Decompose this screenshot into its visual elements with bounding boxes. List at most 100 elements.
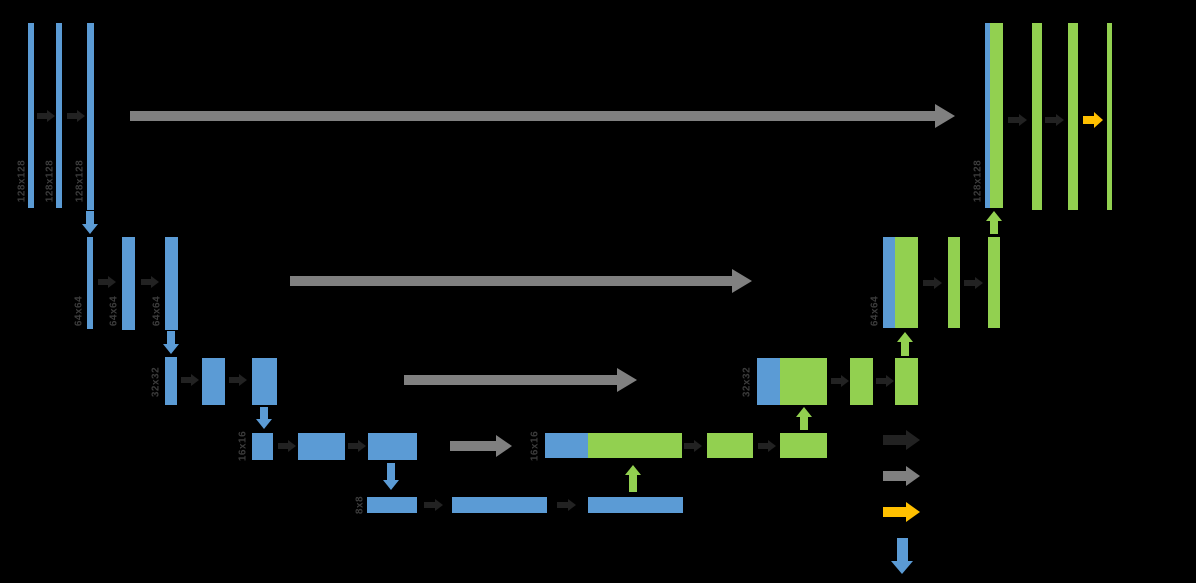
- upsample-arrow-3-body: [901, 342, 909, 356]
- decoder-l4-feature-bar-2: [707, 433, 753, 458]
- encoder-l2-feature-bar-2: [122, 237, 135, 330]
- encoder-l1-feature-bar-2: [56, 23, 62, 208]
- conv-arrow-2-head: [77, 109, 85, 122]
- conv-arrow-7-head: [288, 439, 296, 452]
- legend-output-arrow-head: [906, 501, 920, 522]
- conv-arrow-2-body: [67, 113, 77, 119]
- conv-arrow-2: [67, 109, 85, 123]
- decoder-l4-feature-bar-3: [780, 433, 827, 458]
- conv-arrow-10-head: [568, 498, 576, 511]
- conv-arrow-3: [98, 275, 116, 289]
- decoder-l3-skip-copy-bar: [757, 358, 780, 405]
- conv-arrow-5: [181, 373, 199, 387]
- size-label-enc1-2: 128x128: [44, 159, 56, 203]
- upsample-arrow-4-body: [990, 221, 998, 234]
- size-label-enc1-1: 128x128: [16, 159, 28, 203]
- conv-arrow-1-body: [37, 113, 47, 119]
- conv-arrow-10: [557, 498, 576, 512]
- upsample-arrow-3-head: [896, 332, 913, 342]
- skip-connection-arrow-1: [130, 104, 955, 128]
- conv-arrow-11-head: [694, 439, 702, 452]
- conv-arrow-6: [229, 373, 247, 387]
- size-label-enc2-2: 64x64: [108, 295, 120, 327]
- size-label-enc2-3: 64x64: [151, 295, 163, 327]
- conv-arrow-4: [141, 275, 159, 289]
- upsample-arrow-2-head: [795, 407, 812, 417]
- size-label-enc5: 8x8: [354, 495, 366, 515]
- decoder-l1-feature-bar-2: [1032, 23, 1042, 210]
- conv-arrow-13: [831, 374, 849, 388]
- legend-skip-arrow-head: [906, 465, 920, 486]
- conv-arrow-6-body: [229, 377, 239, 383]
- size-label-enc2-1: 64x64: [73, 295, 85, 327]
- encoder-l2-feature-bar-3: [165, 237, 178, 330]
- output-conv-arrow-body: [1083, 116, 1094, 124]
- skip-connection-arrow-3-head: [617, 368, 637, 392]
- conv-arrow-17: [1008, 113, 1027, 127]
- conv-arrow-13-body: [831, 378, 841, 384]
- conv-arrow-14-head: [886, 374, 894, 387]
- decoder-l4-skip-copy-bar: [545, 433, 588, 458]
- conv-arrow-5-body: [181, 377, 191, 383]
- downsample-arrow-4: [382, 463, 400, 490]
- skip-connection-arrow-4-body: [450, 441, 496, 451]
- conv-arrow-7-body: [278, 443, 288, 449]
- size-label-dec4: 16x16: [529, 430, 541, 462]
- skip-connection-arrow-2: [290, 269, 752, 293]
- skip-connection-arrow-3: [404, 368, 637, 392]
- upsample-arrow-1-head: [624, 465, 641, 475]
- encoder-l4-feature-bar-2: [298, 433, 345, 460]
- decoder-l4-feature-bar-1: [588, 433, 682, 458]
- decoder-l2-feature-bar-1: [895, 237, 918, 328]
- skip-connection-arrow-3-body: [404, 375, 617, 385]
- conv-arrow-16: [964, 276, 983, 290]
- conv-arrow-12-head: [768, 439, 776, 452]
- decoder-l1-feature-bar-3: [1068, 23, 1078, 210]
- downsample-arrow-2: [162, 331, 180, 354]
- conv-arrow-14: [876, 374, 894, 388]
- decoder-l1-feature-bar-1: [990, 23, 1003, 208]
- encoder-l1-feature-bar-1: [28, 23, 34, 208]
- legend-skip-arrow: [883, 465, 920, 487]
- decoder-l2-feature-bar-2: [948, 237, 960, 328]
- conv-arrow-11: [684, 439, 702, 453]
- skip-connection-arrow-1-body: [130, 111, 935, 121]
- downsample-arrow-1-body: [86, 211, 94, 224]
- conv-arrow-15-body: [923, 280, 934, 286]
- legend-conv-arrow: [883, 429, 920, 451]
- skip-connection-arrow-1-head: [935, 104, 955, 128]
- downsample-arrow-2-body: [167, 331, 175, 344]
- decoder-l3-feature-bar-1: [780, 358, 827, 405]
- decoder-l3-feature-bar-3: [895, 358, 918, 405]
- conv-arrow-18: [1045, 113, 1064, 127]
- conv-arrow-17-body: [1008, 117, 1019, 123]
- downsample-arrow-4-body: [387, 463, 395, 480]
- downsample-arrow-1: [81, 211, 99, 234]
- conv-arrow-9: [424, 498, 443, 512]
- encoder-l2-feature-bar-1: [87, 237, 93, 329]
- conv-arrow-6-head: [239, 373, 247, 386]
- conv-arrow-13-head: [841, 374, 849, 387]
- bottleneck-feature-bar-1: [367, 497, 417, 513]
- decoder-l3-feature-bar-2: [850, 358, 873, 405]
- encoder-l3-feature-bar-1: [165, 357, 177, 405]
- legend-conv-arrow-body: [883, 435, 906, 445]
- conv-arrow-11-body: [684, 443, 694, 449]
- conv-arrow-7: [278, 439, 296, 453]
- upsample-arrow-4: [985, 211, 1003, 234]
- legend-downsample-arrow-head: [890, 561, 913, 574]
- bottleneck-feature-bar-3: [588, 497, 683, 513]
- skip-connection-arrow-2-body: [290, 276, 732, 286]
- decoder-l1-skip-copy-bar: [985, 23, 990, 208]
- conv-arrow-12: [758, 439, 776, 453]
- bottleneck-feature-bar-2: [452, 497, 547, 513]
- conv-arrow-15: [923, 276, 942, 290]
- encoder-l1-feature-bar-3: [87, 23, 94, 210]
- downsample-arrow-1-head: [81, 224, 98, 234]
- conv-arrow-8: [348, 439, 366, 453]
- skip-connection-arrow-2-head: [732, 269, 752, 293]
- conv-arrow-17-head: [1019, 113, 1027, 126]
- conv-arrow-3-body: [98, 279, 108, 285]
- output-conv-arrow: [1083, 112, 1103, 128]
- upsample-arrow-2: [795, 407, 813, 430]
